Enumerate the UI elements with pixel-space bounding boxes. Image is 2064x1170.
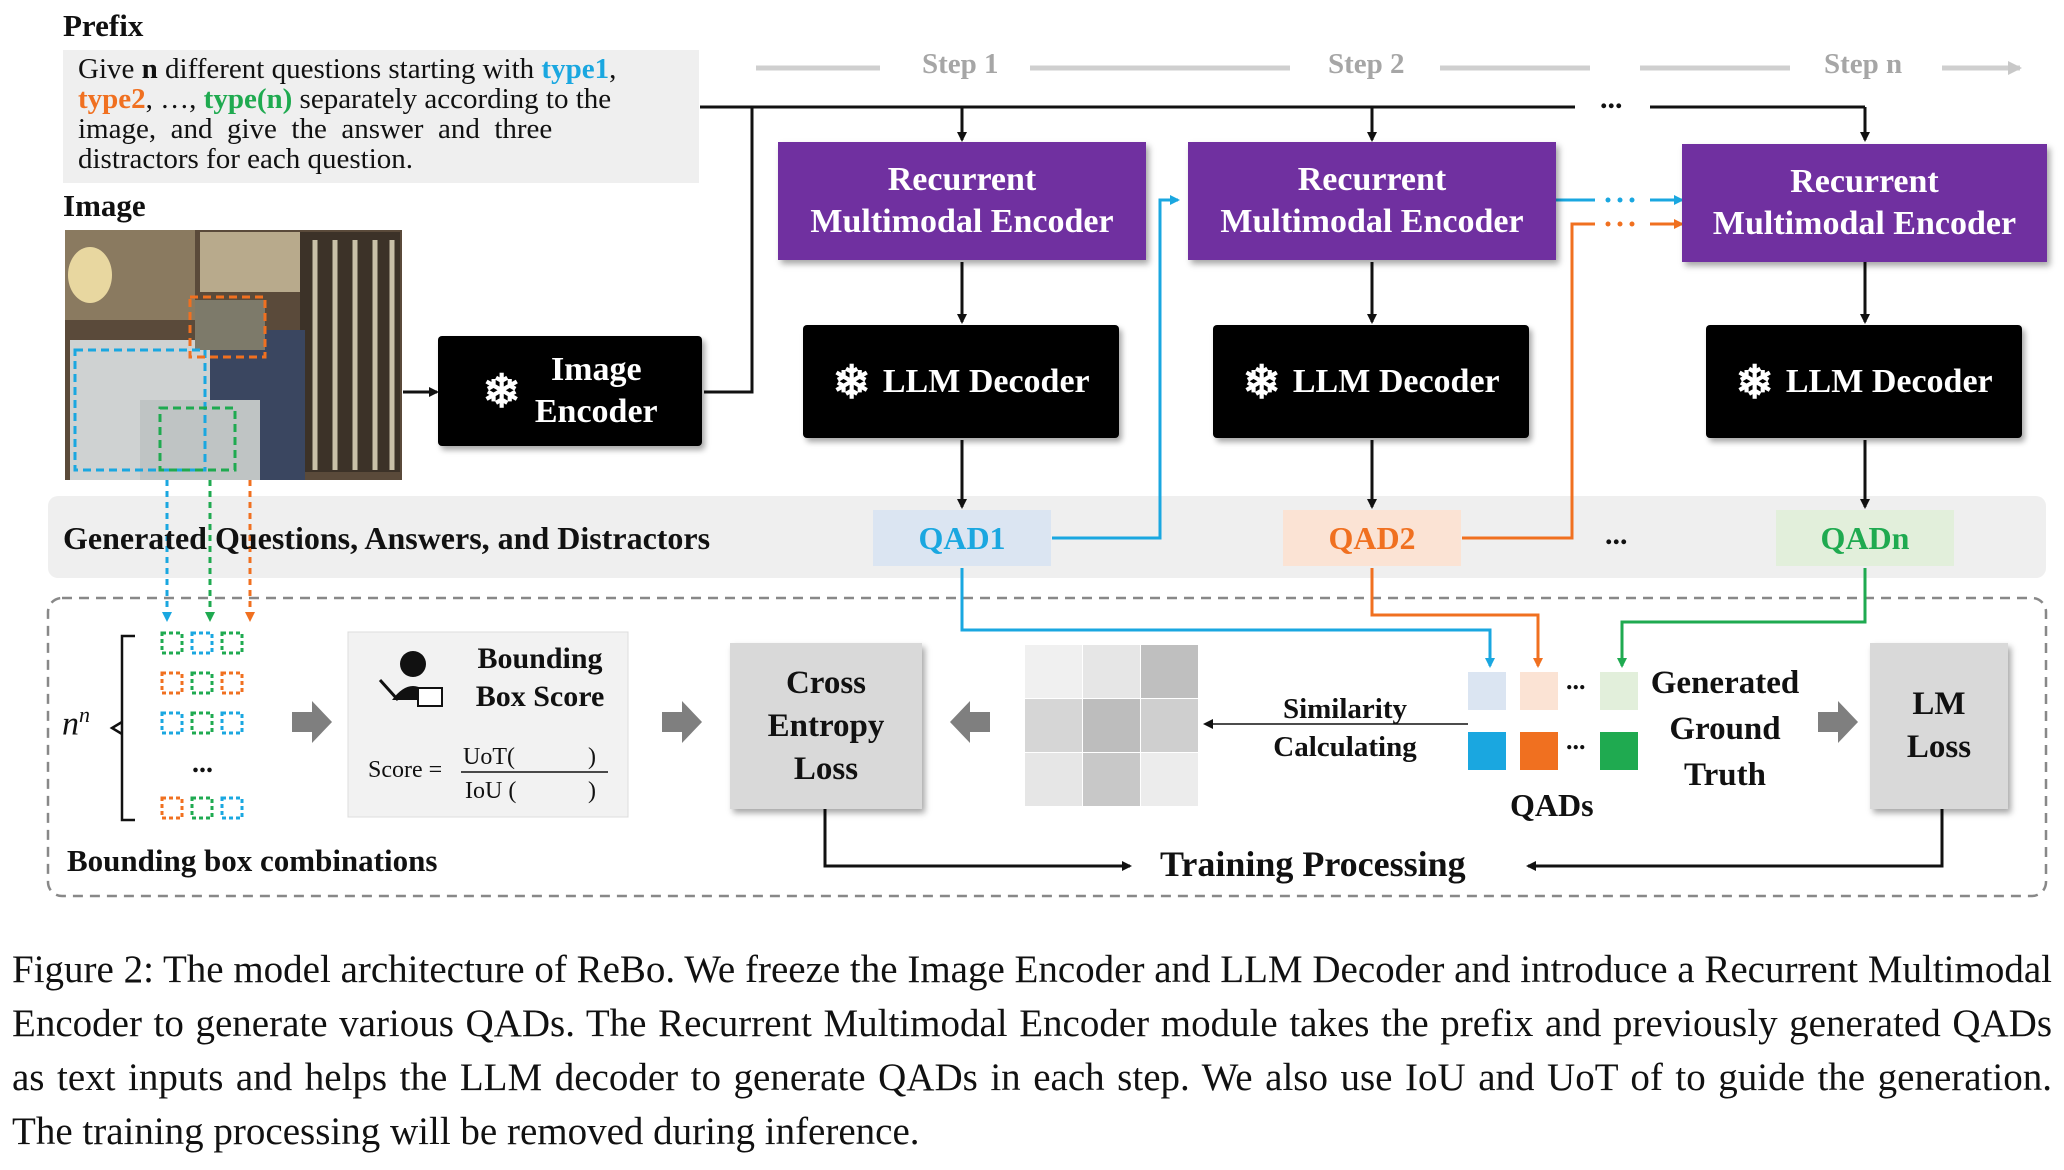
- llm-decoder-step1: ❄ LLM Decoder: [803, 325, 1119, 438]
- score-den-close: ): [588, 778, 596, 804]
- score-denominator: IoU (: [465, 778, 517, 804]
- llm-decoder-label: LLM Decoder: [882, 362, 1090, 400]
- prefix-line2: type2, …, type(n) separately according t…: [78, 83, 612, 115]
- prefix-title: Prefix: [63, 8, 144, 43]
- prefix-line1: Give n different questions starting with…: [78, 53, 617, 85]
- image-encoder-block: ❄ Image Encoder: [438, 336, 702, 446]
- image-encoder-line1: Image: [550, 351, 642, 388]
- combo-ellipsis: ...: [192, 748, 213, 779]
- llm-decoder-step2: ❄ LLM Decoder: [1213, 325, 1529, 438]
- qad-squares: [1468, 672, 1638, 770]
- score-box: [347, 631, 629, 818]
- score-numerator: UoT(: [463, 744, 515, 770]
- score-num-close: ): [588, 744, 596, 770]
- qad-ellipsis: ...: [1605, 518, 1628, 551]
- rme-line1: Recurrent: [887, 161, 1037, 198]
- qads-label: QADs: [1510, 787, 1594, 823]
- step-1-label: Step 1: [922, 48, 999, 80]
- rme-line2: Multimodal Encoder: [810, 203, 1114, 240]
- qadn-box: QADn: [1776, 510, 1954, 566]
- combos-caption: Bounding box combinations: [67, 843, 438, 878]
- qad-row1-ellipsis: ...: [1566, 666, 1586, 695]
- snowflake-icon: ❄: [1242, 356, 1281, 408]
- score-prefix: Score =: [368, 757, 443, 783]
- rme-line2: Multimodal Encoder: [1712, 205, 2017, 242]
- llm-decoder-label: LLM Decoder: [1785, 362, 1993, 400]
- qad2-box: QAD2: [1283, 510, 1461, 566]
- rme-line1: Recurrent: [1297, 161, 1447, 198]
- snowflake-icon: ❄: [832, 356, 871, 408]
- flow-arrows: [292, 701, 1858, 743]
- prefix-box: [63, 50, 699, 183]
- prefix-line3: image, and give the answer and three: [78, 113, 553, 145]
- training-region: [46, 596, 2048, 898]
- prefix-line-ellipsis: ...: [1600, 82, 1623, 115]
- input-photo: [65, 230, 402, 480]
- qad-band-label: Generated Questions, Answers, and Distra…: [63, 520, 711, 556]
- step-2-label: Step 2: [1328, 48, 1405, 80]
- prefix-text: Give n different questions starting with…: [78, 54, 688, 174]
- llm-decoder-stepn: ❄ LLM Decoder: [1706, 325, 2022, 438]
- llm-decoder-label: LLM Decoder: [1292, 362, 1500, 400]
- qad1-box: QAD1: [873, 510, 1051, 566]
- figure-caption: Figure 2: The model architecture of ReBo…: [12, 948, 2052, 1153]
- qad-row2-ellipsis: ...: [1566, 726, 1586, 755]
- prefix-line4: distractors for each question.: [78, 143, 414, 175]
- training-label: Training Processing: [1160, 844, 1466, 884]
- snowflake-icon: ❄: [1735, 356, 1774, 408]
- step-n-label: Step n: [1824, 48, 1903, 80]
- rme-line2: Multimodal Encoder: [1220, 203, 1524, 240]
- teacher-icon: [378, 651, 443, 707]
- rme-line1: Recurrent: [1790, 163, 1939, 200]
- image-encoder-line2: Encoder: [534, 393, 658, 430]
- similarity-matrix: [1025, 645, 1198, 806]
- image-label: Image: [63, 188, 146, 223]
- combo-count: nn: [62, 702, 90, 743]
- snowflake-icon: ❄: [482, 366, 521, 417]
